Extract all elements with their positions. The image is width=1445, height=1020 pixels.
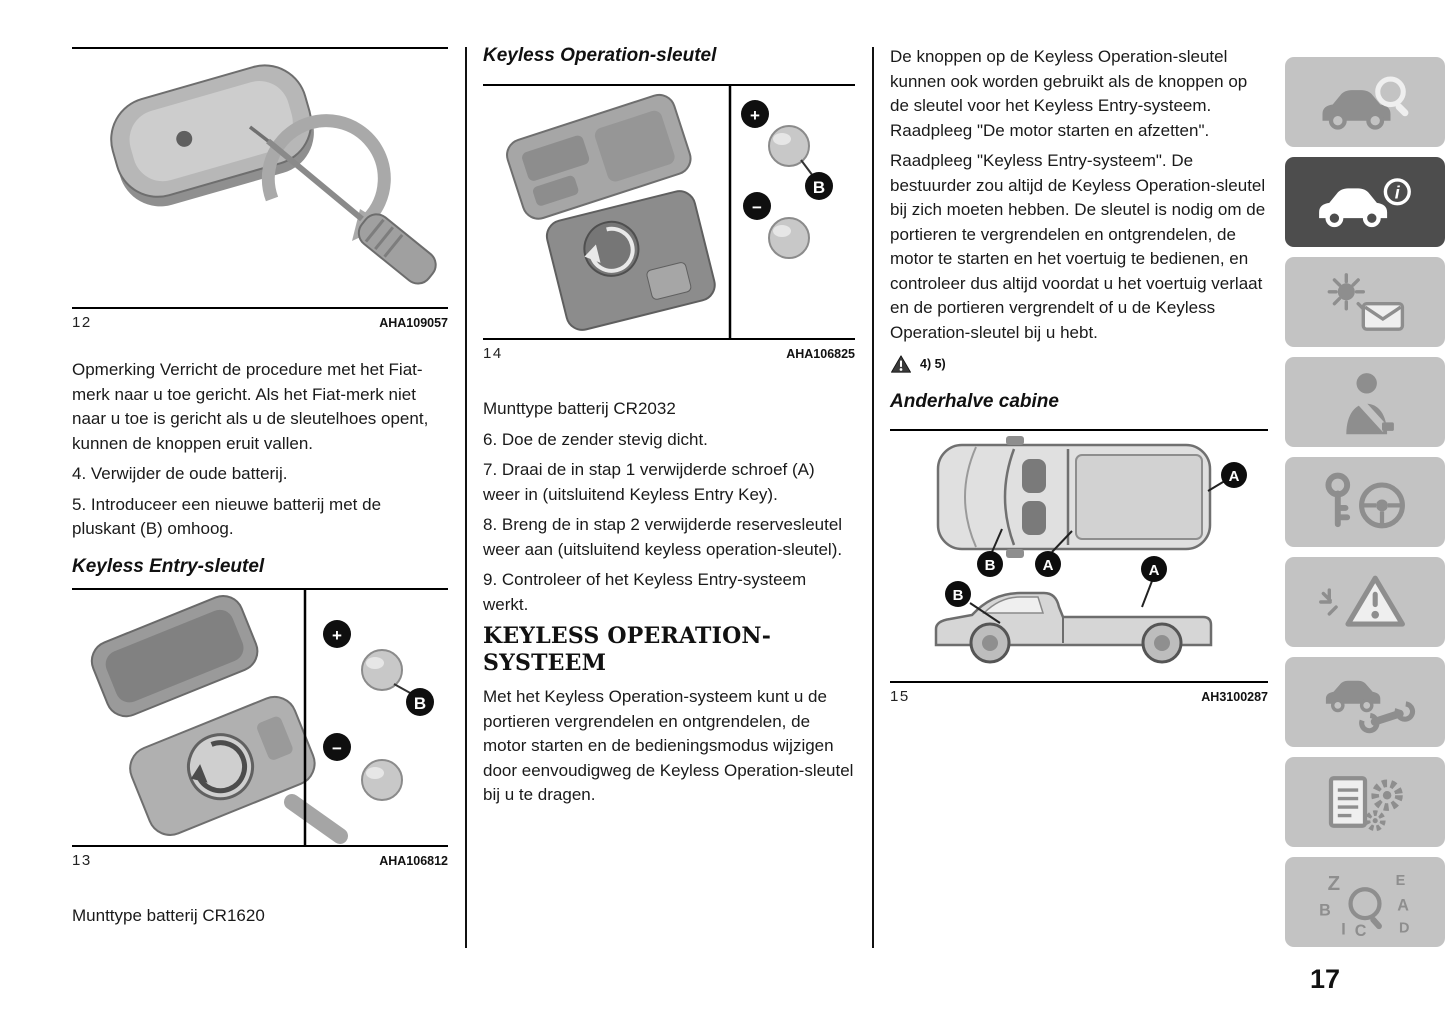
sidebar-item-lights-messages[interactable]	[1285, 257, 1445, 347]
battery-type-note: Munttype batterij CR1620	[72, 905, 265, 925]
heading-keyless-entry: Keyless Entry-sleutel	[72, 555, 265, 577]
index-letter-e: E	[1396, 873, 1406, 889]
column-divider-right	[872, 47, 874, 948]
figure-number: 14	[483, 345, 503, 362]
step-4: 4. Verwijder de oude batterij.	[72, 464, 288, 483]
warning-icon	[891, 355, 912, 373]
step-6: 6. Doe de zender stevig dicht.	[483, 429, 708, 449]
label-a-badge: A	[1229, 468, 1240, 485]
step-8: 8. Breng de in stap 2 verwijderde reserv…	[483, 515, 843, 559]
figure-15: A B A B	[890, 429, 1268, 708]
minus-button-label: −	[752, 198, 762, 217]
label-a-badge: A	[1149, 562, 1160, 579]
figure-14: + B − 14 AHA106825	[483, 84, 855, 365]
step-9: 9. Controleer of het Keyless Entry-syste…	[483, 570, 807, 614]
sidebar-item-emergency[interactable]	[1285, 557, 1445, 647]
sidebar-item-car-info[interactable]: i	[1285, 157, 1445, 247]
label-b-badge: B	[813, 178, 825, 197]
paragraph-1: De knoppen op de Keyless Operation-sleut…	[890, 47, 1248, 140]
battery-type-note: Munttype batterij CR2032	[483, 399, 676, 418]
label-a-badge: A	[1043, 557, 1054, 574]
info-glyph: i	[1395, 183, 1401, 203]
alphabetical-index-icon: Z E B A D I C	[1319, 873, 1409, 936]
key-screwdriver-illustration	[110, 64, 437, 285]
figure-code: AH3100287	[1201, 690, 1268, 704]
warning-triangle-icon	[1319, 575, 1405, 627]
keyless-operation-paragraph: Met het Keyless Operation-systeem kunt u…	[483, 687, 854, 804]
label-b-badge: B	[953, 587, 964, 604]
column-3: De knoppen op de Keyless Operation-sleut…	[890, 45, 1268, 708]
figure-code: AHA106812	[379, 853, 448, 868]
seatbelt-safety-icon	[1346, 373, 1394, 435]
index-letter-a: A	[1397, 897, 1409, 915]
paragraph-2: Raadpleeg "Keyless Entry-systeem". De be…	[890, 151, 1266, 342]
car-search-icon	[1322, 76, 1409, 130]
column-2: Keyless Operation-sleutel	[483, 45, 855, 814]
label-b-badge: B	[985, 557, 996, 574]
figure-number: 15	[890, 688, 910, 705]
figure-number: 13	[72, 851, 92, 869]
index-letter-b: B	[1319, 902, 1331, 920]
sidebar-item-technical-data[interactable]	[1285, 757, 1445, 847]
sidebar-item-maintenance[interactable]	[1285, 657, 1445, 747]
figure-code: AHA109057	[379, 316, 448, 330]
figure-number: 12	[72, 314, 92, 331]
heading-keyless-operation-system: KEYLESS OPERATION-SYSTEEM	[483, 623, 772, 676]
chapter-sidebar: i	[1285, 57, 1445, 957]
step-7: 7. Draai de in stap 1 verwijderde schroe…	[483, 460, 815, 504]
sidebar-item-starting-driving[interactable]	[1285, 457, 1445, 547]
keyless-operation-key-battery-illustration: + B −	[506, 86, 833, 338]
figure-13: + B − 13 AHA106812	[72, 587, 448, 872]
index-letter-z: Z	[1328, 873, 1340, 895]
sidebar-item-seatbelt-safety[interactable]	[1285, 357, 1445, 447]
page-number: 17	[1310, 964, 1341, 994]
sidebar-item-alphabetical-index[interactable]: Z E B A D I C	[1285, 857, 1445, 947]
heading-anderhalve-cabine: Anderhalve cabine	[890, 391, 1059, 412]
warning-reference-row: 4) 5)	[890, 353, 1268, 375]
specs-gear-icon	[1328, 776, 1403, 832]
lights-messages-icon	[1327, 273, 1405, 331]
label-b-badge: B	[414, 694, 426, 713]
index-letter-i: I	[1341, 920, 1346, 936]
heading-keyless-operation: Keyless Operation-sleutel	[483, 45, 717, 66]
keyless-entry-key-battery-illustration: + B −	[90, 589, 434, 845]
key-steering-icon	[1325, 472, 1405, 529]
figure-code: AHA106825	[786, 347, 855, 361]
sidebar-item-car-search[interactable]	[1285, 57, 1445, 147]
step-5: 5. Introduceer een nieuwe batterij met d…	[72, 494, 382, 539]
column-divider-left	[465, 47, 467, 948]
figure-12: 12 AHA109057	[72, 47, 448, 334]
plus-button-label: +	[332, 626, 342, 645]
minus-button-label: −	[332, 739, 342, 758]
plus-button-label: +	[750, 106, 760, 125]
car-info-icon: i	[1319, 178, 1411, 228]
index-letter-c: C	[1355, 922, 1367, 936]
car-wrench-icon	[1325, 680, 1416, 734]
column-1: 12 AHA109057 Opmerking Verricht de proce…	[72, 47, 448, 934]
warning-note-refs: 4) 5)	[920, 357, 946, 371]
index-letter-d: D	[1399, 921, 1409, 936]
note-paragraph: Opmerking Verricht de procedure met het …	[72, 360, 429, 453]
truck-cabin-views-illustration: A B A B	[934, 436, 1247, 664]
